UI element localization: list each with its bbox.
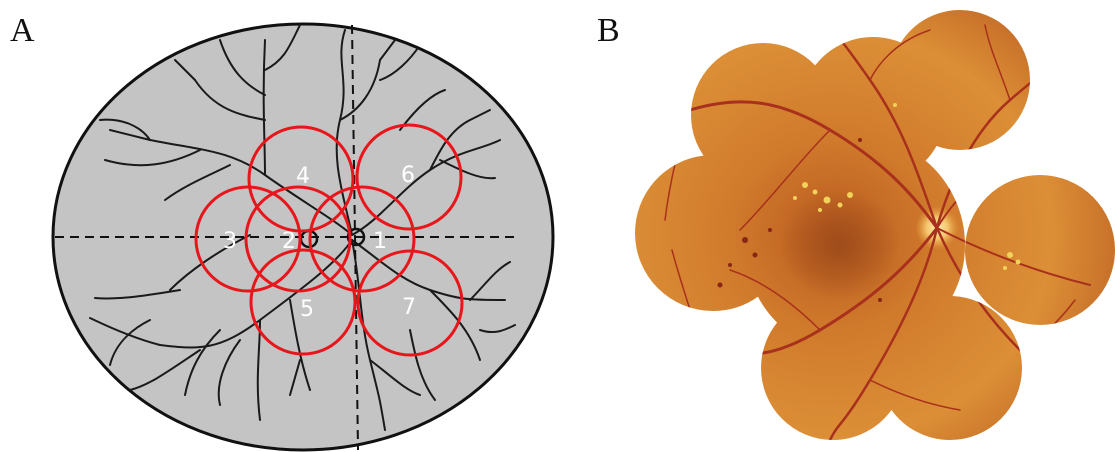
field-label-2: 2 xyxy=(282,229,296,254)
panel-a-schematic: 1 2 3 4 5 6 7 xyxy=(53,24,553,450)
field-label-4: 4 xyxy=(296,164,310,189)
field-label-5: 5 xyxy=(300,297,314,322)
field-label-6: 6 xyxy=(401,163,415,188)
field-label-7: 7 xyxy=(402,295,416,320)
field-label-3: 3 xyxy=(223,229,237,254)
panel-b-fundus-montage xyxy=(630,0,1115,452)
field-label-1: 1 xyxy=(373,229,387,254)
